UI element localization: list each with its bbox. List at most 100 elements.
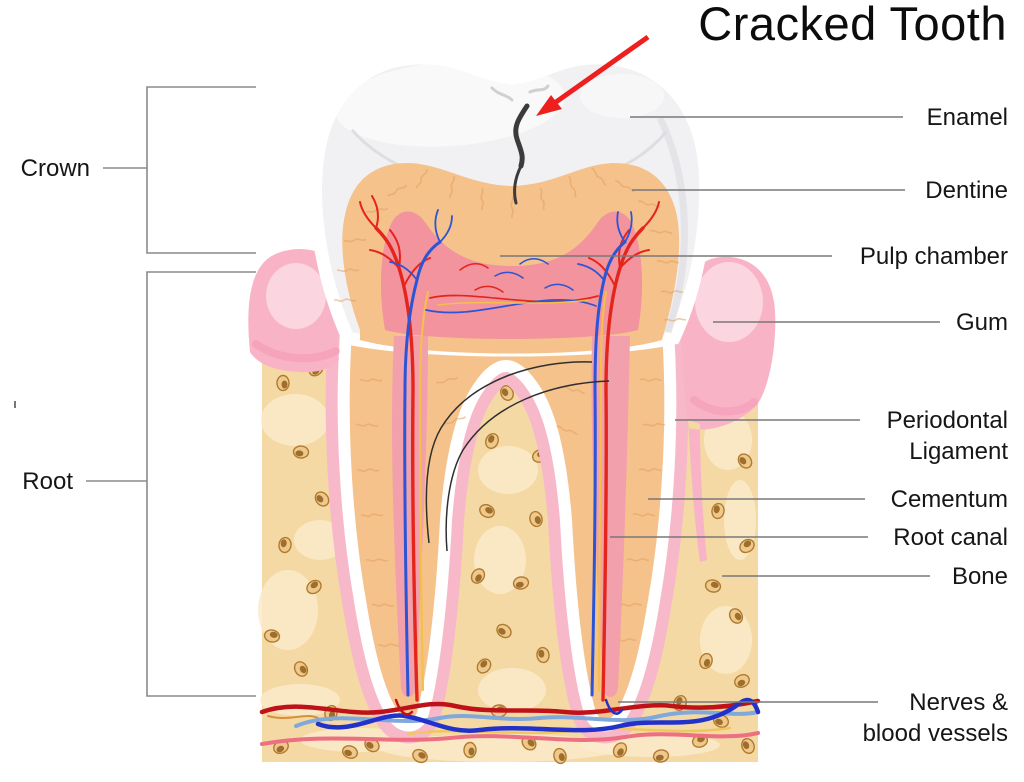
dentine-squiggle	[539, 187, 545, 211]
bone-speckle	[529, 510, 543, 528]
label-dentine-line1: Dentine	[925, 177, 1008, 204]
dentine-squiggle	[563, 386, 585, 394]
label-root-canal-line1: Root canal	[893, 524, 1008, 551]
dentine-squiggle	[343, 238, 367, 243]
label-cementum: Cementum	[891, 484, 1008, 515]
label-root-text: Root	[22, 468, 73, 495]
bone-speckle	[476, 658, 492, 674]
bone-speckle	[737, 453, 753, 469]
root-dentine-shape	[349, 332, 665, 720]
bone-speckle	[553, 747, 567, 765]
label-gum: Gum	[956, 307, 1008, 338]
bone-patch	[474, 526, 526, 594]
label-root-canal: Root canal	[893, 522, 1008, 553]
dentine-squiggle	[591, 167, 607, 186]
bone-patch	[261, 394, 329, 446]
bone-speckle	[470, 568, 486, 584]
dentine-squiggle	[336, 268, 360, 273]
label-bone: Bone	[952, 561, 1008, 592]
bone-speckle	[734, 673, 750, 689]
bone-speckle	[341, 745, 359, 759]
dentine-squiggle	[556, 425, 578, 435]
dentine-squiggle	[359, 378, 383, 382]
pulp-vessels	[359, 195, 660, 702]
bone-speckle	[292, 445, 310, 459]
dentine-squiggle	[619, 602, 643, 607]
label-crown: Crown	[0, 153, 90, 184]
bone-speckle	[699, 652, 713, 670]
dentine-squiggle	[356, 468, 380, 472]
dentine-squiggle	[365, 558, 389, 562]
dentine-texture	[333, 167, 687, 647]
dentine-squiggle	[415, 169, 428, 189]
dentine-squiggle	[360, 513, 384, 518]
dentine-squiggle	[632, 513, 656, 517]
label-nerves-blood-vessels-line1: Nerves &	[909, 689, 1008, 716]
bone-speckle	[741, 737, 755, 755]
label-periodontal-ligament-line1: Periodontal	[886, 407, 1008, 434]
bone-speckle	[652, 749, 670, 763]
dentine-squiggle	[568, 175, 577, 198]
bone-patch	[478, 668, 546, 712]
bone-speckle	[273, 739, 289, 755]
bone-speckle	[314, 491, 330, 507]
dentine-squiggle	[660, 290, 684, 294]
dentine-squiggle	[638, 200, 660, 208]
bone-speckle	[728, 608, 744, 624]
label-pulp-chamber: Pulp chamber	[860, 241, 1008, 272]
bone-speckle	[263, 629, 281, 643]
dentine-squiggle	[436, 376, 459, 384]
dentine-squiggle	[371, 603, 395, 607]
crown-bracket	[103, 86, 256, 254]
dentine-squiggle	[649, 229, 673, 234]
bone-speckle	[293, 661, 309, 677]
nerves-blood-vessels	[259, 697, 761, 746]
bone-speckle	[512, 576, 530, 590]
label-enamel: Enamel	[927, 102, 1008, 133]
label-periodontal-ligament-line2: Ligament	[909, 438, 1008, 465]
tooth-roots	[325, 308, 689, 744]
dentine-squiggle	[639, 378, 663, 382]
bone-speckle	[278, 536, 292, 554]
pointer-curves	[425, 361, 610, 552]
dentine-squiggle	[355, 423, 379, 427]
label-nerves-blood-vessels-line2: blood vessels	[862, 720, 1008, 747]
label-gum-line1: Gum	[955, 309, 1008, 336]
bone-speckle	[479, 503, 495, 519]
bone-speckle	[276, 374, 290, 392]
dentine-squiggle	[480, 187, 484, 211]
dentine-squiggle	[387, 184, 408, 197]
bone-speckle	[704, 579, 722, 593]
label-pulp-chamber-line1: Pulp chamber	[859, 243, 1008, 270]
bone-speckle	[711, 502, 725, 520]
dentine-squiggle	[510, 195, 514, 219]
bone-patch	[478, 446, 538, 494]
label-nerves-blood-vessels: Nerves & blood vessels	[863, 687, 1008, 749]
dentine-squiggle	[626, 558, 650, 562]
dentine-squiggle	[656, 260, 680, 264]
bone-speckle	[412, 748, 428, 764]
bone-speckle	[485, 433, 499, 449]
bone-speckle	[496, 623, 512, 639]
crack-mark	[513, 103, 530, 205]
dentine-squiggle	[444, 416, 467, 425]
bone-speckle	[500, 385, 514, 401]
dentine-squiggle	[642, 422, 666, 427]
arrow-icon	[536, 34, 650, 116]
label-root: Root	[0, 466, 73, 497]
root-bracket	[86, 271, 256, 697]
label-crown-text: Crown	[20, 155, 90, 182]
dentine-squiggle	[377, 643, 401, 647]
dentine-squiggle	[663, 317, 687, 322]
label-bone-line1: Bone	[951, 563, 1008, 590]
label-enamel-line1: Enamel	[926, 104, 1008, 131]
dentine-squiggle	[615, 180, 635, 193]
dentine-squiggle	[365, 207, 389, 213]
bone-speckle	[463, 741, 477, 759]
bone-speckle	[536, 646, 550, 664]
dentine-squiggle	[638, 468, 662, 472]
pulp-chamber-shape	[380, 211, 643, 339]
bone-speckle	[739, 538, 755, 554]
